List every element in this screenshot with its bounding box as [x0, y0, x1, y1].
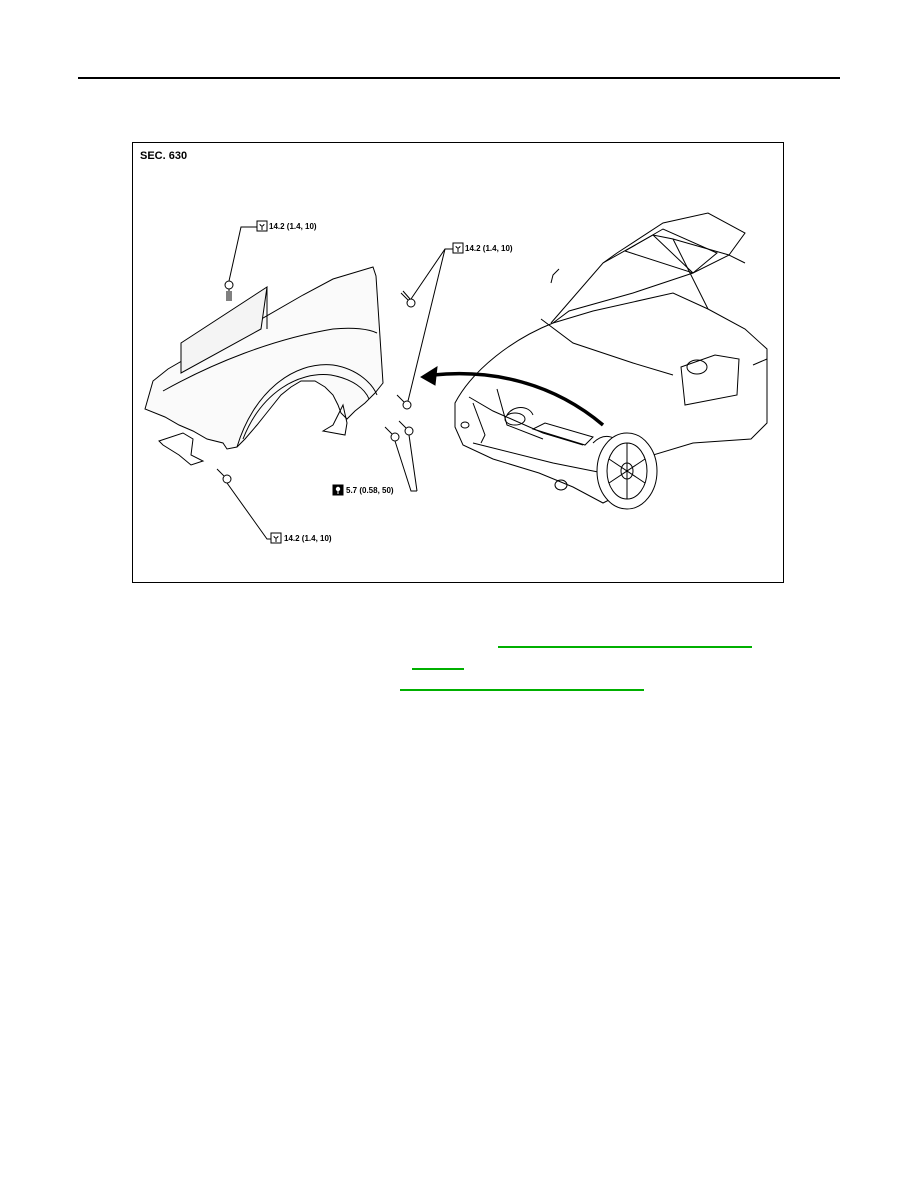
leader-lower-right: [394, 440, 417, 492]
torque-wrench-filled-icon: [332, 484, 344, 496]
wheel-arch-inner: [242, 374, 370, 440]
bolt-upper-right: [400, 290, 416, 308]
fender-crease: [162, 327, 378, 392]
fender-removal-figure: SEC. 630 14.2 (1.4, 10) 14.2 (1.4, 10) 5…: [132, 142, 784, 583]
link-underline-3[interactable]: [400, 689, 644, 691]
torque-value-bottom: 14.2 (1.4, 10): [284, 534, 332, 543]
leader-upper-right: [410, 248, 453, 300]
torque-wrench-icon: [256, 220, 268, 232]
front-fender-panel: [144, 266, 384, 450]
header-rule: [78, 77, 840, 79]
direction-arrow: [432, 371, 605, 427]
torque-wrench-icon: [452, 242, 464, 254]
bolt-right-2: [384, 426, 400, 442]
section-label: SEC. 630: [140, 150, 188, 162]
torque-value-top-left: 14.2 (1.4, 10): [269, 222, 317, 231]
leader-bottom: [226, 482, 271, 540]
link-underline-2[interactable]: [412, 668, 464, 670]
torque-wrench-icon: [270, 532, 282, 544]
fender-bracket: [158, 432, 205, 466]
torque-value-upper-right: 14.2 (1.4, 10): [465, 244, 513, 253]
bolt-top: [224, 280, 234, 301]
fender-liner: [321, 403, 348, 436]
wheel-arch-edge: [236, 364, 378, 448]
link-underline-1[interactable]: [498, 646, 752, 648]
fender-lip: [180, 285, 268, 374]
bolt-bottom: [216, 468, 232, 484]
bolt-right-3: [398, 420, 414, 436]
fender-illustration: [144, 212, 768, 544]
torque-value-lower-right: 5.7 (0.58, 50): [346, 486, 394, 495]
bolt-right-1: [396, 394, 412, 410]
vehicle-illustration: [454, 212, 768, 510]
leader-top: [228, 226, 257, 282]
